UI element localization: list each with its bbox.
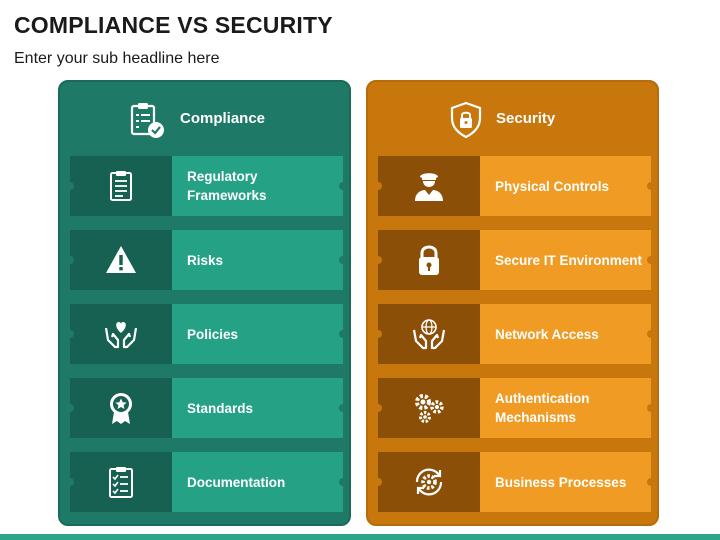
award-badge-icon — [110, 393, 132, 424]
item-label: Secure IT Environment — [495, 252, 643, 268]
item-label: Risks — [187, 252, 224, 268]
page-subtitle: Enter your sub headline here — [14, 50, 220, 67]
compliance-title: Compliance — [180, 110, 266, 127]
item-label: Network Access — [495, 326, 599, 342]
list-item: Regulatory Frameworks — [66, 156, 347, 216]
item-label: Business Processes — [495, 474, 627, 490]
security-guard-icon — [415, 173, 443, 201]
list-item: Secure IT Environment — [374, 230, 655, 290]
checklist-icon — [109, 467, 133, 498]
globe-hands-icon — [412, 319, 446, 350]
list-item: Policies — [66, 304, 347, 364]
gears-icon — [415, 394, 444, 423]
document-icon — [110, 171, 132, 201]
list-item: Standards — [66, 378, 347, 438]
security-header: Security — [368, 96, 657, 144]
list-item: Documentation — [66, 452, 347, 512]
item-label: Regulatory Frameworks — [187, 169, 267, 203]
compliance-panel: Compliance Regulatory Frameworks Risks — [58, 80, 351, 526]
list-item: Network Access — [374, 304, 655, 364]
page-title: COMPLIANCE VS SECURITY — [14, 12, 333, 38]
security-panel: Security Physical Controls Secure IT Env… — [366, 80, 659, 526]
padlock-icon — [419, 245, 439, 275]
list-item: Authentication Mechanisms — [374, 378, 655, 438]
clipboard-check-icon — [130, 103, 164, 138]
shield-lock-icon — [450, 101, 482, 139]
warning-icon — [106, 246, 136, 273]
heart-hands-icon — [104, 322, 138, 349]
footer-bar — [0, 534, 720, 540]
item-label: Documentation — [187, 474, 286, 490]
item-label: Physical Controls — [495, 178, 610, 194]
security-title: Security — [496, 110, 556, 127]
list-item: Risks — [66, 230, 347, 290]
item-label: Standards — [187, 400, 254, 416]
list-item: Physical Controls — [374, 156, 655, 216]
compliance-header: Compliance — [60, 96, 349, 144]
item-label: Authentication Mechanisms — [495, 391, 590, 425]
gear-cycle-icon — [415, 468, 443, 496]
item-label: Policies — [187, 326, 239, 342]
list-item: Business Processes — [374, 452, 655, 512]
